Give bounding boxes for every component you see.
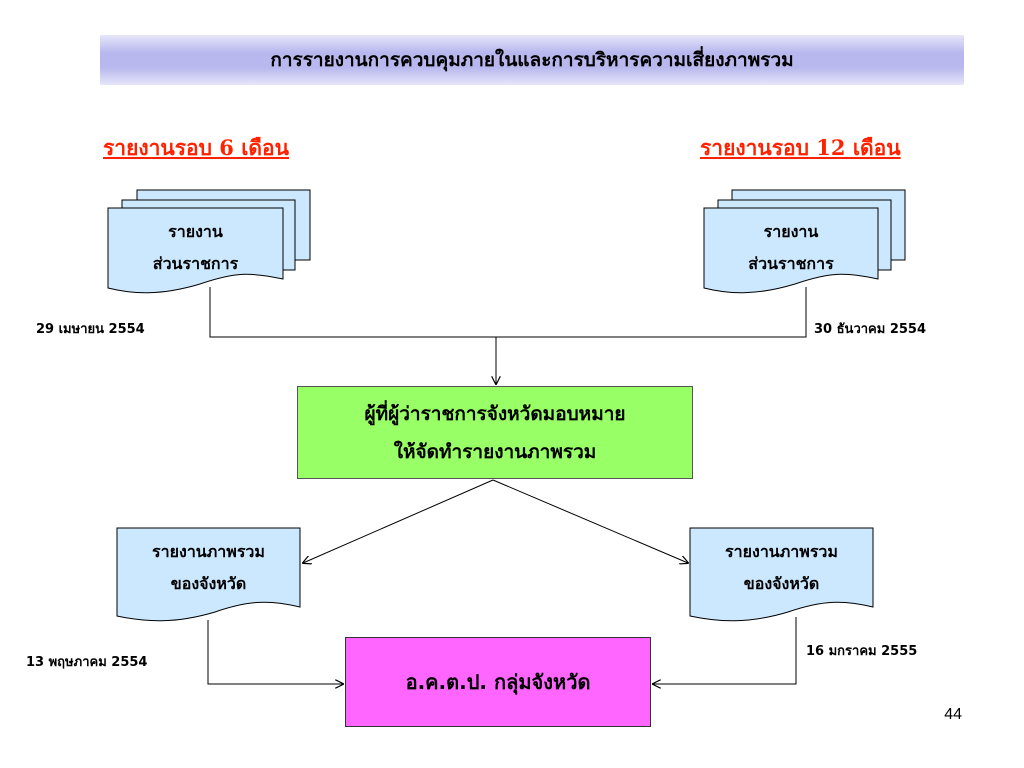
period-heading-12-months: รายงานรอบ 12 เดือน: [700, 135, 901, 160]
date-left-top: 29 เมษายน 2554: [36, 322, 145, 337]
agency-report-left-text: รายงาน ส่วนราชการ: [108, 216, 283, 280]
committee-box: อ.ค.ต.ป. กลุ่มจังหวัด: [345, 637, 651, 727]
province-report-doc-right: [689, 527, 874, 622]
province-report-doc-left: [116, 527, 301, 622]
governor-box-line2: ให้จัดทำรายงานภาพรวม: [393, 440, 597, 463]
province-report-left-line1: รายงานภาพรวม: [152, 542, 265, 561]
period-heading-6-months: รายงานรอบ 6 เดือน: [103, 135, 290, 160]
agency-report-right-line2: ส่วนราชการ: [748, 254, 834, 273]
committee-box-label: อ.ค.ต.ป. กลุ่มจังหวัด: [405, 670, 591, 694]
governor-assigned-box: ผู้ที่ผู้ว่าราชการจังหวัดมอบหมาย ให้จัดท…: [297, 386, 693, 479]
agency-report-stack-left: [107, 189, 311, 294]
agency-report-right-text: รายงาน ส่วนราชการ: [704, 216, 878, 280]
agency-report-right-line1: รายงาน: [763, 222, 819, 241]
date-right-bottom: 16 มกราคม 2555: [806, 644, 918, 659]
province-report-right-line1: รายงานภาพรวม: [725, 542, 838, 561]
page-number: 44: [944, 706, 962, 723]
page-title: การรายงานการควบคุมภายในและการบริหารความเ…: [270, 49, 794, 71]
province-report-left-line2: ของจังหวัด: [170, 574, 247, 593]
title-banner: การรายงานการควบคุมภายในและการบริหารความเ…: [100, 35, 964, 85]
agency-report-stack-right: [703, 189, 906, 294]
agency-report-left-line2: ส่วนราชการ: [152, 254, 239, 273]
date-left-bottom: 13 พฤษภาคม 2554: [26, 655, 148, 670]
date-right-top: 30 ธันวาคม 2554: [814, 322, 927, 337]
governor-box-line1: ผู้ที่ผู้ว่าราชการจังหวัดมอบหมาย: [364, 402, 626, 425]
province-report-right-text: รายงานภาพรวม ของจังหวัด: [690, 536, 873, 600]
agency-report-left-line1: รายงาน: [168, 222, 223, 241]
province-report-left-text: รายงานภาพรวม ของจังหวัด: [117, 536, 300, 600]
province-report-right-line2: ของจังหวัด: [743, 574, 820, 593]
